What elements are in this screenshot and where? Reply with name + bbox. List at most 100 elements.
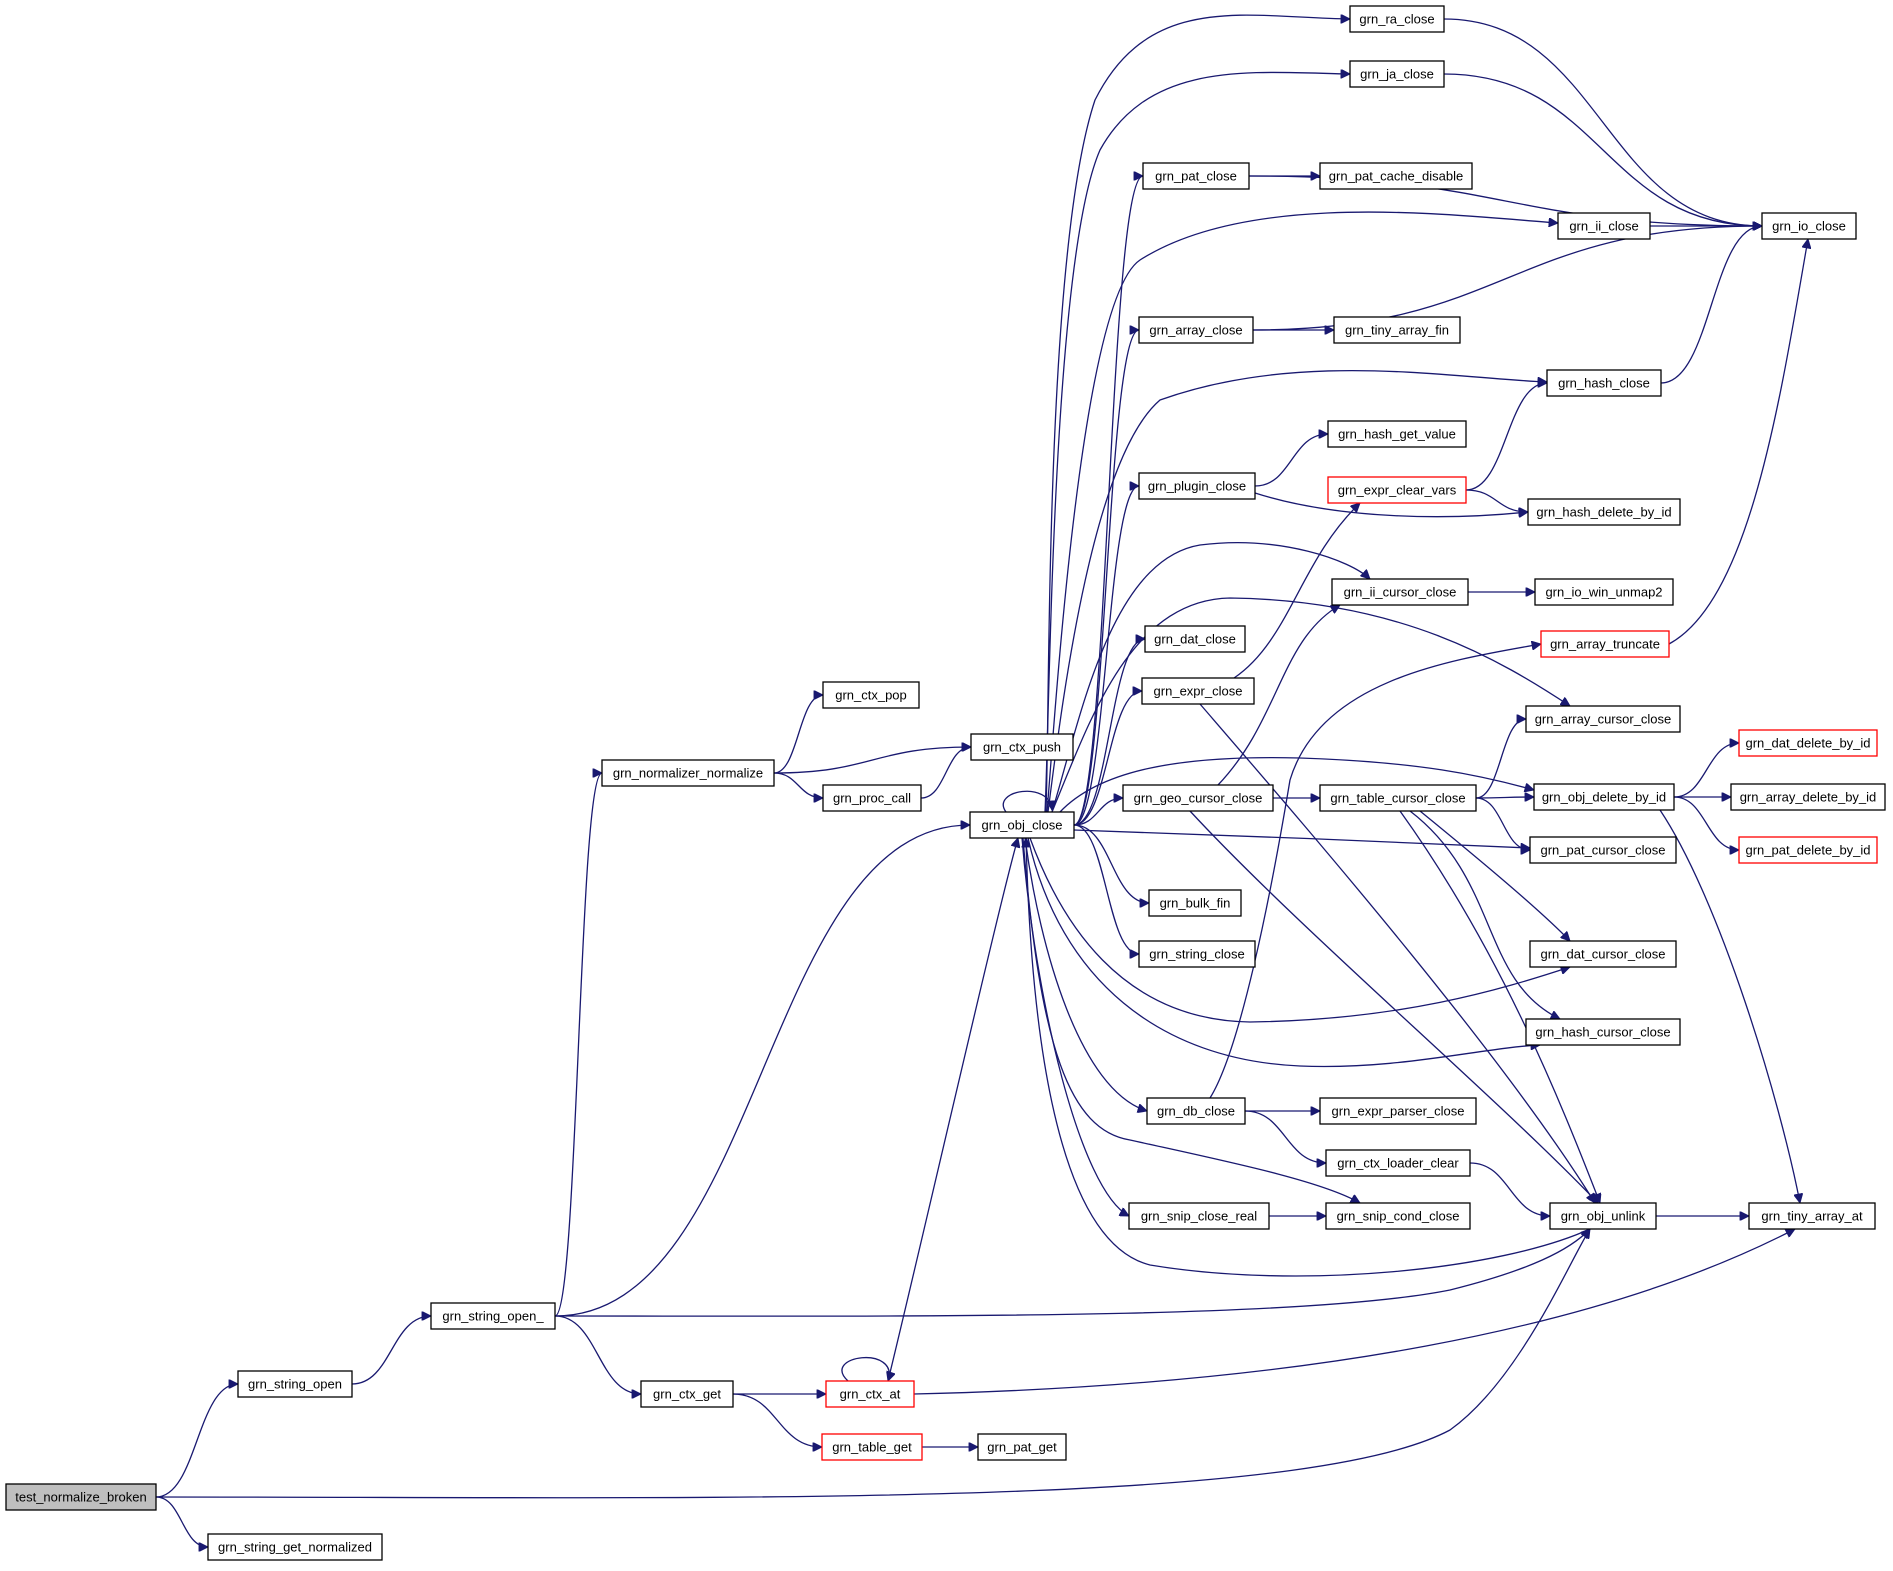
function-node[interactable]: grn_normalizer_normalize [601, 759, 775, 787]
call-edge [1073, 824, 1139, 954]
node-box [601, 759, 775, 787]
node-label: grn_dat_cursor_close [1540, 947, 1665, 962]
node-label: grn_array_close [1149, 323, 1242, 338]
call-edge [1233, 503, 1360, 679]
node-label: grn_proc_call [833, 791, 911, 806]
function-node[interactable]: grn_dat_delete_by_id [1738, 729, 1878, 757]
call-edge [1409, 810, 1560, 1020]
function-node[interactable]: grn_array_truncate [1540, 630, 1670, 658]
function-node[interactable]: grn_hash_get_value [1327, 420, 1467, 448]
node-box [822, 681, 920, 709]
function-node[interactable]: grn_array_cursor_close [1525, 705, 1681, 733]
node-label: grn_normalizer_normalize [613, 766, 763, 781]
function-node[interactable]: grn_pat_close [1142, 162, 1250, 190]
function-node[interactable]: grn_snip_close_real [1128, 1202, 1270, 1230]
function-node[interactable]: grn_array_close [1138, 316, 1254, 344]
function-node[interactable]: grn_ctx_loader_clear [1325, 1149, 1471, 1177]
node-label: grn_ctx_get [653, 1387, 721, 1402]
function-node[interactable]: grn_tiny_array_fin [1333, 316, 1461, 344]
function-node[interactable]: test_normalize_broken [5, 1483, 157, 1511]
node-label: grn_pat_get [987, 1440, 1057, 1455]
function-node[interactable]: grn_table_get [821, 1433, 923, 1461]
node-box [825, 1380, 915, 1408]
call-edge [732, 1393, 822, 1447]
node-box [1533, 783, 1675, 811]
function-node[interactable]: grn_expr_clear_vars [1327, 476, 1467, 504]
function-node[interactable]: grn_obj_delete_by_id [1533, 783, 1675, 811]
call-edge [1073, 486, 1139, 826]
function-node[interactable]: grn_string_open_ [430, 1302, 556, 1330]
call-edge [1073, 176, 1143, 826]
function-node[interactable]: grn_ctx_get [640, 1380, 734, 1408]
function-node[interactable]: grn_bulk_fin [1148, 889, 1242, 917]
call-edge [773, 747, 971, 774]
call-edge [1209, 644, 1541, 1099]
function-node[interactable]: grn_plugin_close [1138, 472, 1256, 500]
node-box [1557, 212, 1651, 240]
node-box [977, 1433, 1067, 1461]
function-node[interactable]: grn_pat_cursor_close [1529, 836, 1677, 864]
call-edge [1073, 824, 1149, 903]
node-label: grn_ctx_push [983, 740, 1061, 755]
node-box [1327, 476, 1467, 504]
call-edge [1399, 810, 1600, 1203]
call-edge [554, 773, 602, 1317]
function-node[interactable]: grn_obj_close [969, 811, 1075, 839]
call-edge [1673, 743, 1739, 798]
node-label: grn_hash_close [1558, 376, 1650, 391]
call-edge [1051, 542, 1370, 813]
function-node[interactable]: grn_db_close [1146, 1097, 1246, 1125]
node-box [1525, 705, 1681, 733]
function-node[interactable]: grn_ctx_pop [822, 681, 920, 709]
node-box [1549, 1202, 1657, 1230]
function-node[interactable]: grn_table_cursor_close [1319, 784, 1477, 812]
function-node[interactable]: grn_array_delete_by_id [1730, 783, 1886, 811]
function-node[interactable]: grn_ctx_at [825, 1380, 915, 1408]
function-node[interactable]: grn_pat_delete_by_id [1738, 836, 1878, 864]
function-node[interactable]: grn_ii_cursor_close [1331, 578, 1469, 606]
call-edge [1073, 639, 1145, 826]
function-node[interactable]: grn_io_win_unmap2 [1534, 578, 1674, 606]
function-node[interactable]: grn_hash_close [1546, 369, 1662, 397]
function-node[interactable]: grn_io_close [1761, 212, 1857, 240]
function-node[interactable]: grn_dat_close [1144, 625, 1246, 653]
function-node[interactable]: grn_expr_parser_close [1319, 1097, 1477, 1125]
node-box [1138, 316, 1254, 344]
function-node[interactable]: grn_ctx_push [970, 733, 1074, 761]
function-node[interactable]: grn_geo_cursor_close [1122, 784, 1274, 812]
node-box [1333, 316, 1461, 344]
node-label: grn_expr_parser_close [1332, 1104, 1465, 1119]
function-node[interactable]: grn_ja_close [1349, 60, 1445, 88]
function-node[interactable]: grn_hash_delete_by_id [1527, 498, 1681, 526]
function-node[interactable]: grn_dat_cursor_close [1529, 940, 1677, 968]
call-edge [1199, 703, 1596, 1203]
call-edge [773, 695, 823, 774]
node-label: grn_db_close [1157, 1104, 1235, 1119]
function-node[interactable]: grn_pat_get [977, 1433, 1067, 1461]
call-edge [1217, 604, 1340, 786]
node-label: grn_tiny_array_at [1761, 1209, 1863, 1224]
node-box [1761, 212, 1857, 240]
node-label: grn_expr_clear_vars [1338, 483, 1457, 498]
call-edge [841, 1356, 889, 1381]
call-edge [155, 1384, 238, 1498]
function-node[interactable]: grn_obj_unlink [1549, 1202, 1657, 1230]
function-node[interactable]: grn_proc_call [822, 784, 922, 812]
node-box [1325, 1202, 1471, 1230]
function-node[interactable]: grn_tiny_array_at [1748, 1202, 1876, 1230]
call-edge [1469, 1162, 1550, 1216]
call-edge [1475, 719, 1526, 799]
function-node[interactable]: grn_string_close [1138, 940, 1256, 968]
function-node[interactable]: grn_ii_close [1557, 212, 1651, 240]
function-node[interactable]: grn_pat_cache_disable [1319, 162, 1473, 190]
function-node[interactable]: grn_hash_cursor_close [1525, 1018, 1681, 1046]
call-edge [1443, 73, 1762, 226]
function-node[interactable]: grn_string_open [237, 1370, 353, 1398]
node-box [1138, 940, 1256, 968]
function-node[interactable]: grn_string_get_normalized [207, 1533, 383, 1561]
node-box [1331, 578, 1469, 606]
function-node[interactable]: grn_snip_cond_close [1325, 1202, 1471, 1230]
function-node[interactable]: grn_expr_close [1141, 677, 1255, 705]
function-node[interactable]: grn_ra_close [1349, 5, 1445, 33]
